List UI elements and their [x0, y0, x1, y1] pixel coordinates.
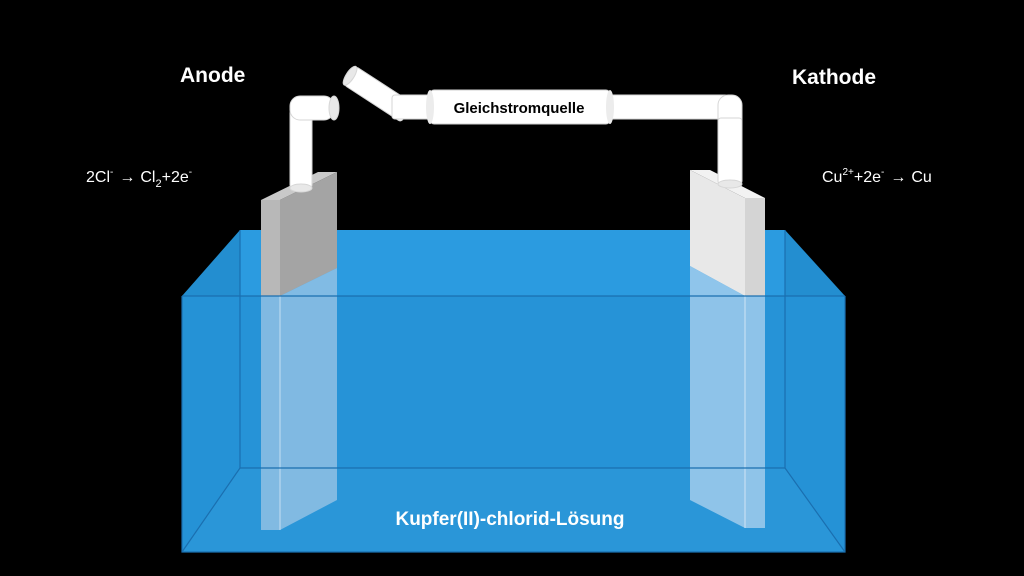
power-source: Gleichstromquelle	[426, 89, 614, 125]
anode-wire-end-cap	[328, 95, 340, 121]
cathode-arrow: →	[890, 169, 906, 186]
anode-product-species: Cl	[140, 169, 155, 186]
cathode-plus-electrons: +2e	[854, 169, 881, 186]
cathode-ion-charge: 2+	[842, 167, 854, 178]
anode-wire-vertical	[289, 109, 313, 189]
tank-edges	[181, 230, 846, 553]
power-source-left-cap	[426, 90, 434, 124]
cathode-product: Cu	[911, 169, 931, 186]
anode-label: Anode	[180, 64, 245, 87]
anode-electrode	[261, 172, 337, 530]
power-source-right-cap	[606, 90, 614, 124]
cathode-electrode-side-face	[690, 170, 745, 296]
anode-product-subscript: 2	[155, 178, 161, 190]
anode-reaction: 2Cl-→Cl2+2e-	[86, 167, 192, 190]
anode-arrow: →	[119, 169, 135, 186]
anode-reactant: 2Cl	[86, 169, 110, 186]
cathode-electrode-front-face	[745, 198, 765, 296]
anode-electrode-submerged	[261, 268, 337, 530]
anode-product-rest: +2e	[162, 169, 189, 186]
cathode-wire-vertical	[717, 117, 743, 185]
cathode-ion: Cu	[822, 169, 842, 186]
anode-reactant-charge: -	[110, 167, 113, 178]
top-wire-right	[607, 94, 729, 120]
tank	[182, 230, 845, 552]
solution-label: Kupfer(II)-chlorid-Lösung	[395, 509, 624, 530]
anode-electrode-front-face	[261, 200, 280, 296]
circuit-wiring	[289, 65, 743, 193]
power-source-label: Gleichstromquelle	[454, 100, 585, 117]
tank-bottom	[182, 468, 845, 552]
cathode-electrode	[690, 170, 765, 528]
cathode-wire-bottom-cap	[717, 179, 743, 189]
anode-electron-charge: -	[189, 167, 192, 178]
cathode-electron-charge: -	[881, 167, 884, 178]
anode-wire-bottom-cap	[289, 183, 313, 193]
cathode-reaction: Cu2++2e-→Cu	[822, 167, 932, 186]
cathode-electrode-submerged	[690, 266, 765, 528]
cathode-label: Kathode	[792, 66, 876, 89]
anode-wire-elbow	[289, 95, 335, 121]
anode-electrode-side-face	[280, 172, 337, 296]
